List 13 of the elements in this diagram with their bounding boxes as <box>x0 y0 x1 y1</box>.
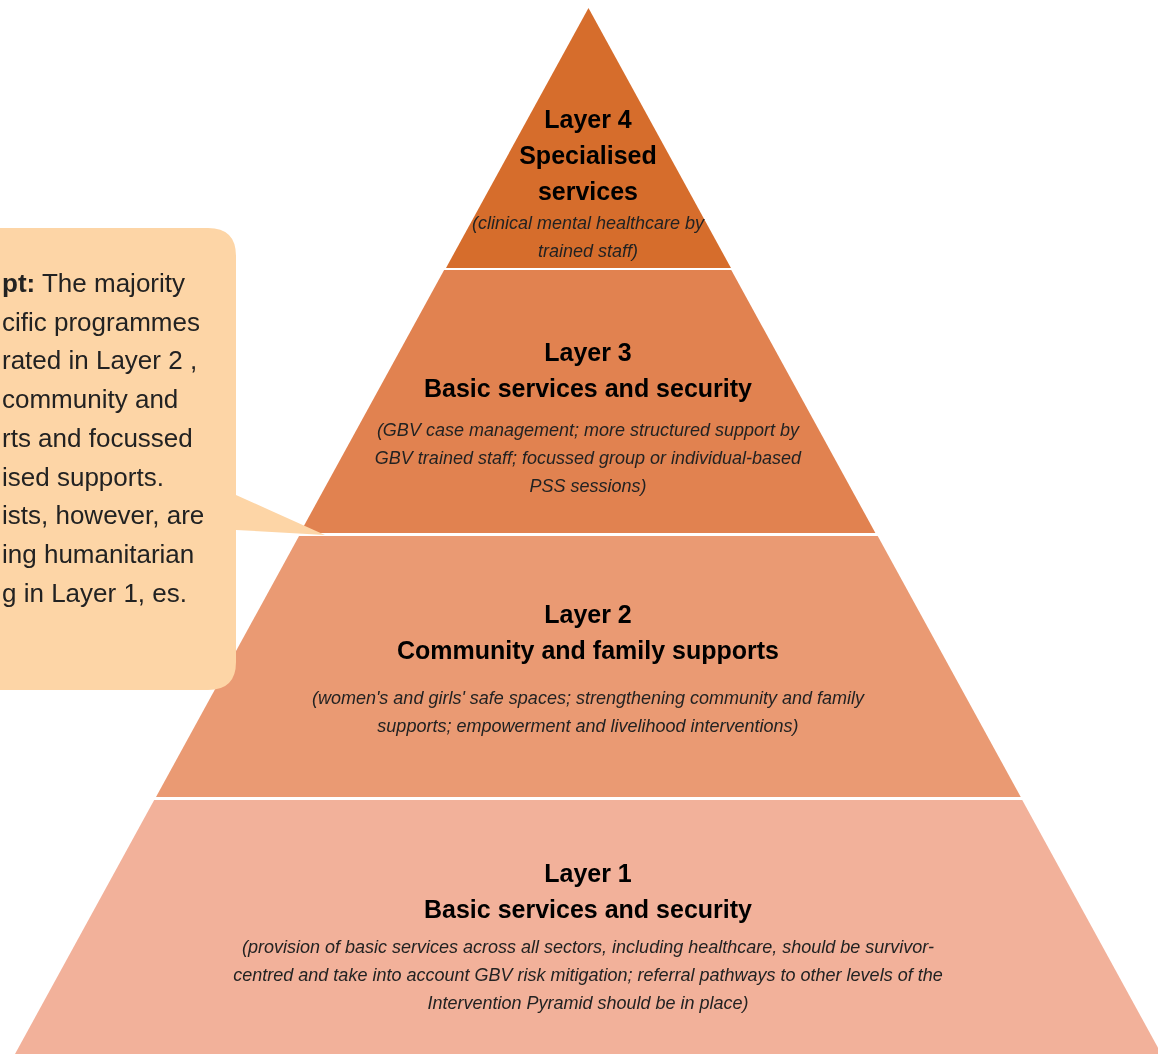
layer-title: Specialised services <box>518 140 658 207</box>
layer-description: (clinical mental healthcare by trained staff) <box>470 212 706 263</box>
layer-number: Layer 2 <box>544 599 632 630</box>
layer-number: Layer 1 <box>544 858 632 889</box>
layer-description: (GBV case management; more structured support by GBV trained staff; focussed group or individual-based PSS sessions) <box>373 419 803 498</box>
layer-number: Layer 3 <box>544 337 632 368</box>
layer-description: (provision of basic services across all sectors, including healthcare, should be survivor- centred and take into account GBV risk mitigation; referral pathways to other levels of the Intervention Pyramid should be in place) <box>232 936 944 1015</box>
layer-title: Community and family supports <box>397 635 779 666</box>
layer-description: (women's and girls' safe spaces; strengthening community and family supports; empowerment and livelihood interventions) <box>310 687 866 738</box>
layer-title: Basic services and security <box>424 894 752 925</box>
layer-title: Basic services and security <box>424 373 752 404</box>
callout-text: pt: The majority cific programmes rated in Layer 2 , community and rts and focussed ised supports. ists, however, are ing humanitarian g in Layer 1, es. <box>2 267 206 610</box>
layer-number: Layer 4 <box>544 104 632 135</box>
